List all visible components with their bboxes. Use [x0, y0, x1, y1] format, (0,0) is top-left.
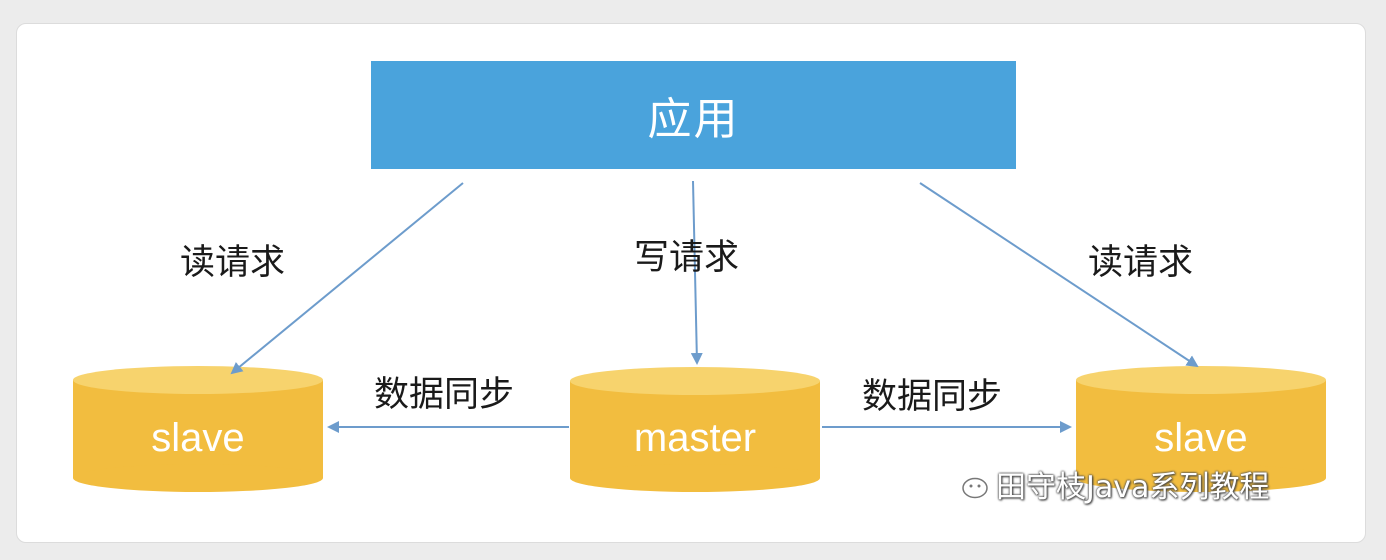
- watermark-text: 田守枝Java系列教程: [996, 470, 1270, 505]
- slave-left-label: slave: [151, 416, 245, 460]
- master-label: master: [633, 416, 757, 460]
- wechat-icon: [948, 467, 988, 499]
- read-request-label-left: 读请求: [180, 243, 286, 283]
- application-box: 应用: [371, 61, 1016, 169]
- slave-left-cylinder: [73, 366, 323, 492]
- watermark: 田守枝Java系列教程: [948, 462, 1269, 506]
- read-arrow-right: [919, 182, 1199, 368]
- read-request-label-right: 读请求: [1088, 243, 1194, 283]
- write-request-label: 写请求: [634, 238, 740, 278]
- sync-label-left: 数据同步: [374, 375, 515, 415]
- read-arrow-left: [230, 182, 464, 375]
- master-cylinder: [570, 367, 820, 492]
- write-arrow: [690, 180, 703, 365]
- application-label: 应用: [647, 94, 740, 145]
- slave-right-cylinder: [1076, 366, 1326, 492]
- slave-right-label: slave: [1154, 416, 1248, 460]
- sync-label-right: 数据同步: [862, 377, 1003, 417]
